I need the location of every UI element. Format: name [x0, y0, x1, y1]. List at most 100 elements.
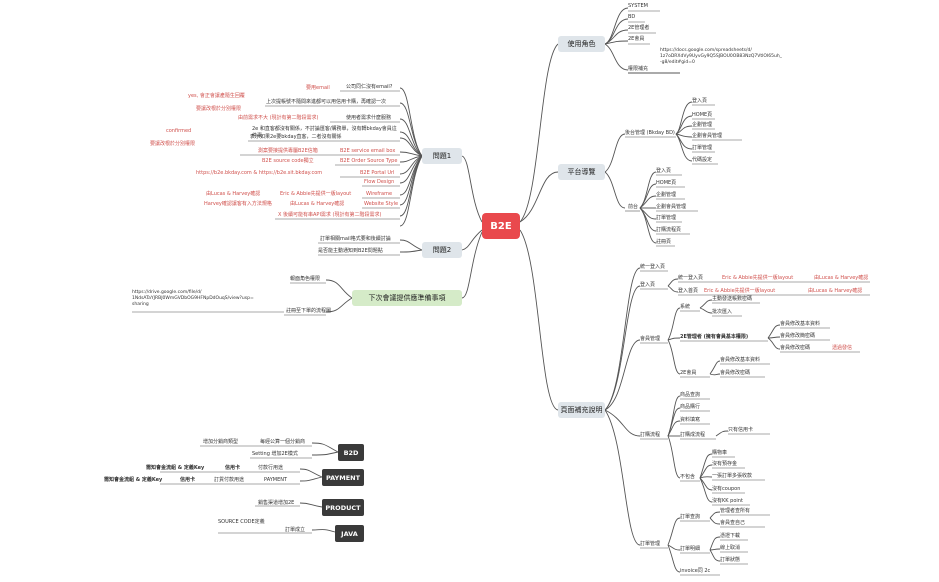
login-sub1: 統一登入頁: [678, 275, 704, 281]
q1-answer: Harvey確認讓客有入方法規格: [204, 201, 272, 207]
q1-answer: 要讓改根於分別權限: [150, 141, 196, 147]
permission-label: 權限補充: [628, 66, 649, 72]
next-item: 報面角色權限: [290, 276, 321, 282]
order-invoice: invoice同 2c: [680, 568, 711, 574]
user-2e-member: 2E會員: [628, 36, 645, 42]
q1-question: 公司同仁沒有email?: [346, 84, 393, 90]
login-sub1-who: 由Lucas & Harvey確認: [814, 275, 869, 281]
central-node[interactable]: B2E: [482, 213, 520, 239]
order-detail: 訂單明細: [680, 546, 701, 552]
order-flow-item: 不包含: [680, 474, 696, 480]
member-system-item: 主動發送帳數密碼: [712, 296, 753, 302]
next-url[interactable]: https://drive.google.com/file/d/ 1NdsATa…: [132, 290, 254, 307]
q1-answer: B2E source code獨立: [262, 158, 314, 164]
order-flow-item: 商品購行: [680, 404, 701, 410]
q1-question: X 後續可能有串API需求 (現計有第二階段需求): [278, 212, 382, 218]
java-right: 訂單成立: [285, 527, 306, 533]
frontend-item: 企劃會員管理: [656, 204, 687, 210]
excluded-item: 沒有coupon: [712, 486, 741, 492]
payment-key: 信用卡: [180, 477, 196, 483]
unify-login: 統一登入頁: [640, 264, 666, 270]
payment-right: PAYMENT: [264, 477, 288, 483]
member-system: 系統: [680, 304, 691, 310]
q1-question: 表示如果2e要bkday直客，二者沒有關係: [250, 134, 342, 140]
q1-question: B2E Order Source Type: [340, 158, 398, 164]
q1-question: B2E Portal Url: [360, 170, 395, 176]
backend-item: 代碼設定: [692, 157, 713, 163]
order-detail-item: 憑證下載: [720, 533, 741, 539]
q1-question: 上次提帳號不隨間來進都可以用信用卡購，再確認一次: [266, 99, 387, 105]
backend-item: HOME頁: [692, 112, 713, 118]
b2d-left: 增加分銷商類型: [203, 439, 239, 445]
backend-item: 登入頁: [692, 98, 708, 104]
backend-item: 企劃會員管理: [692, 133, 723, 139]
member-admin: 2E管理者 (擁有會員基本權限): [680, 334, 749, 340]
java-node[interactable]: JAVA: [335, 525, 364, 542]
login-sub2-who: 由Lucas & Harvey確認: [808, 288, 863, 294]
member-2e: 2E會員: [680, 370, 697, 376]
order-flow-label: 訂購流程: [640, 432, 661, 438]
member-admin-item: 會員修改基本資料: [780, 321, 821, 327]
page-supp-branch[interactable]: 頁面補充說明: [558, 402, 605, 418]
login-label: 登入頁: [640, 282, 656, 288]
member-2e-item: 會員修改密碼: [720, 370, 751, 376]
java-left: SOURCE CODE定義: [218, 519, 265, 525]
frontend-item: 註冊頁: [656, 239, 672, 245]
order-detail-item: 線上取消: [720, 545, 741, 551]
order-detail-item: 訂單狀態: [720, 557, 741, 563]
q1-question: Wireframe: [366, 191, 393, 197]
excluded-item: 沒有預存金: [712, 461, 738, 467]
q1-answer: https://b2e.bkday.com & https://b2e.sit.…: [196, 170, 323, 176]
q1-answer: confirmed: [166, 128, 192, 134]
q1-answer: 由前需求不大 (現計有第二階段需求): [238, 115, 319, 121]
member-system-item: 批次匯入: [712, 309, 733, 315]
q1-answer: 要用email: [306, 85, 330, 91]
payment-node[interactable]: PAYMENT: [322, 469, 364, 486]
platform-branch[interactable]: 平台導覽: [558, 164, 605, 180]
permission-url[interactable]: https://docs.google.com/spreadsheets/d/ …: [660, 48, 782, 65]
user-bd: BD: [628, 14, 636, 20]
payment-key: 需知會金流組 & 定義Key: [146, 465, 205, 471]
next-meeting-branch[interactable]: 下次會議提供應準備事項: [352, 290, 462, 306]
q1-branch[interactable]: 問題1: [422, 148, 462, 164]
member-mgmt-label: 會員管理: [640, 336, 661, 342]
q2-item: 訂單相關mail格式要和後續討論: [320, 236, 391, 242]
q2-item: 是否能主動通知到B2E問題點: [318, 248, 383, 254]
q1-answer: 由Lucas & Harvey確認: [206, 191, 261, 197]
b2d-right: Setting 增加2E模式: [252, 451, 298, 457]
frontend-item: HOME頁: [656, 180, 677, 186]
users-branch[interactable]: 使用角色: [558, 36, 605, 52]
order-flow-item: 資料填寫: [680, 417, 701, 423]
order-flow-item: 訂購成流程: [680, 432, 706, 438]
b2d-node[interactable]: B2D: [338, 444, 364, 461]
excluded-item: 一張訂單多張收款: [712, 473, 753, 479]
excluded-item: 沒有KK point: [712, 498, 743, 504]
q1-answer: 測案要接提供專屬B2E信箱: [258, 148, 318, 154]
next-item: 註冊至下單的流程圖: [286, 308, 332, 314]
excluded-item: 購物車: [712, 450, 728, 456]
order-flow-item: 商品查詢: [680, 392, 701, 398]
q1-answer: 要讓改根於分別權限: [196, 106, 242, 112]
q1-question: 2e 和直客都沒有關係，不討論匯客/購務單，沒有轉bkday會員這件事: [252, 126, 397, 139]
payment-right: 訂貨付款用途: [214, 477, 245, 483]
q2-branch[interactable]: 問題2: [422, 242, 462, 258]
backend-label: 後台管理 (Bkday BD): [625, 130, 675, 136]
order-query: 訂單查詢: [680, 514, 701, 520]
q1-question: Flow Design: [364, 179, 395, 185]
login-sub2: 登入首頁: [678, 288, 699, 294]
q1-answer: yes, 會正會讓產隨生回覆: [188, 93, 245, 99]
product-row: 銷售渠道增加2E: [258, 500, 295, 506]
payment-key: 信用卡: [225, 465, 241, 471]
backend-item: 企劃管理: [692, 122, 713, 128]
single-card: 只有信用卡: [728, 427, 754, 433]
member-admin-item: 會員修改密碼: [780, 345, 811, 351]
payment-key: 需知會金流組 & 定義Key: [104, 477, 163, 483]
q1-question: B2E service email box: [340, 148, 396, 154]
q1-question: 使用者需求什麼服務: [346, 115, 392, 121]
product-node[interactable]: PRODUCT: [322, 499, 364, 516]
frontend-label: 前台: [628, 204, 639, 210]
q1-mid: 由Lucas & Harvey確認: [290, 201, 345, 207]
payment-right: 付款行用途: [258, 465, 284, 471]
q1-question: Website Style: [364, 201, 399, 207]
